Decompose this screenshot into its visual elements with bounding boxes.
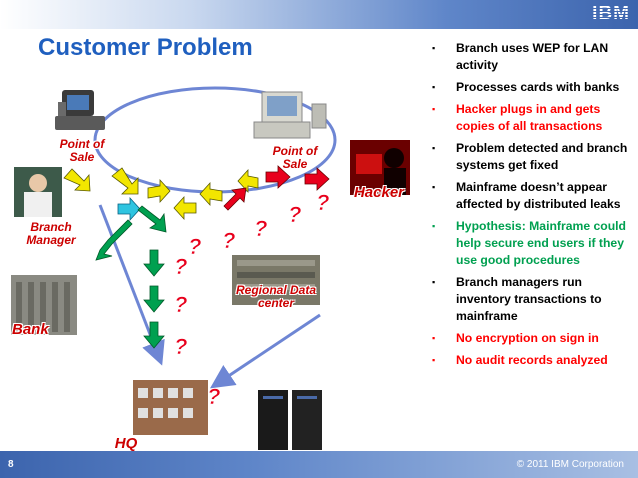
label-hacker: Hacker bbox=[353, 184, 405, 201]
question-mark: ? bbox=[174, 292, 187, 317]
slide-title: Customer Problem bbox=[38, 34, 253, 61]
inventory-arrow bbox=[143, 249, 165, 277]
bullet-text: Hypothesis: Mainframe could help secure … bbox=[456, 219, 626, 267]
label-branch-manager: Branch Manager bbox=[26, 220, 76, 247]
bullet-marker-icon: ▪ bbox=[432, 221, 436, 231]
mainframe-icon bbox=[258, 390, 322, 450]
leak-arrow bbox=[265, 165, 291, 189]
bullet-marker-icon: ▪ bbox=[432, 355, 436, 365]
bullet-marker-icon: ▪ bbox=[432, 82, 436, 92]
bullet-item: ▪ Processes cards with banks bbox=[430, 79, 635, 96]
bullet-text: Mainframe doesn’t appear affected by dis… bbox=[456, 180, 621, 211]
question-mark: ? bbox=[188, 234, 201, 259]
label-point-of-sale: Point of Sale bbox=[59, 137, 105, 164]
label-bank: Bank bbox=[12, 321, 49, 338]
bullet-text: Processes cards with banks bbox=[456, 80, 620, 94]
leak-arrow bbox=[223, 187, 247, 211]
bullet-marker-icon: ▪ bbox=[432, 143, 436, 153]
bullet-text: Branch uses WEP for LAN activity bbox=[456, 41, 609, 72]
flow-arrow bbox=[173, 195, 197, 221]
link-arrow bbox=[210, 313, 321, 389]
bullet-marker-icon: ▪ bbox=[432, 182, 436, 192]
flow-arrow bbox=[63, 168, 91, 192]
bullet-text: Branch managers run inventory transactio… bbox=[456, 275, 602, 323]
bullet-marker-icon: ▪ bbox=[432, 43, 436, 53]
inventory-arrow bbox=[143, 321, 165, 349]
bullet-text: Problem detected and branch systems get … bbox=[456, 141, 628, 172]
question-mark: ? bbox=[222, 228, 235, 253]
terminal-icon bbox=[253, 91, 327, 139]
bullet-item: ▪ Branch managers run inventory transacti… bbox=[430, 274, 635, 325]
question-mark: ? bbox=[316, 190, 329, 215]
bullet-item: ▪ Hacker plugs in and gets copies of all … bbox=[430, 101, 635, 135]
flow-arrow bbox=[117, 196, 141, 222]
bullet-item: ▪ Mainframe doesn’t appear affected by di… bbox=[430, 179, 635, 213]
label-hq: HQ bbox=[114, 435, 138, 452]
footer-bar: 8 © 2011 IBM Corporation bbox=[0, 451, 638, 478]
data-center-photo bbox=[232, 255, 320, 305]
bullet-text: No audit records analyzed bbox=[456, 353, 608, 367]
inventory-arrow bbox=[137, 205, 167, 233]
bullet-marker-icon: ▪ bbox=[432, 104, 436, 114]
bullet-item: ▪ No encryption on sign in bbox=[430, 330, 635, 347]
copyright-text: © 2011 IBM Corporation bbox=[516, 459, 624, 470]
hq-building-icon bbox=[133, 380, 208, 435]
question-mark: ? bbox=[207, 384, 220, 409]
flow-arrow bbox=[111, 167, 139, 195]
page-number: 8 bbox=[8, 459, 14, 470]
question-mark: ? bbox=[288, 202, 301, 227]
bullet-text: Hacker plugs in and gets copies of all t… bbox=[456, 102, 603, 133]
flow-arrow bbox=[199, 181, 223, 207]
label-point-of-sale: Point of Sale bbox=[272, 144, 318, 171]
hacker-photo bbox=[350, 140, 410, 195]
label-regional-data-center: Regional Data center bbox=[236, 283, 317, 310]
network-diagram: ? ? ? ? ? ? ? ? ? bbox=[11, 86, 410, 450]
header-bar: IBM bbox=[0, 0, 638, 29]
bullet-list: ▪ Branch uses WEP for LAN activity ▪ Proce… bbox=[430, 40, 635, 374]
flow-arrow bbox=[237, 168, 259, 194]
branch-manager-photo bbox=[14, 167, 62, 217]
question-mark: ? bbox=[174, 254, 187, 279]
bullet-item: ▪ Problem detected and branch systems get… bbox=[430, 140, 635, 174]
leak-arrow bbox=[304, 167, 330, 191]
bullet-item: ▪ Branch uses WEP for LAN activity bbox=[430, 40, 635, 74]
bullet-item: ▪ Hypothesis: Mainframe could help secure… bbox=[430, 218, 635, 269]
bullet-text: No encryption on sign in bbox=[456, 331, 599, 345]
question-mark: ? bbox=[174, 334, 187, 359]
bullet-item: ▪ No audit records analyzed bbox=[430, 352, 635, 369]
bullet-marker-icon: ▪ bbox=[432, 277, 436, 287]
ibm-logo: IBM bbox=[592, 3, 630, 24]
bullet-marker-icon: ▪ bbox=[432, 333, 436, 343]
inventory-arrow bbox=[95, 219, 133, 261]
register-icon bbox=[55, 90, 105, 130]
bank-building-icon bbox=[11, 275, 77, 335]
inventory-arrow bbox=[143, 285, 165, 313]
flow-arrow bbox=[147, 178, 171, 204]
question-mark: ? bbox=[254, 216, 267, 241]
